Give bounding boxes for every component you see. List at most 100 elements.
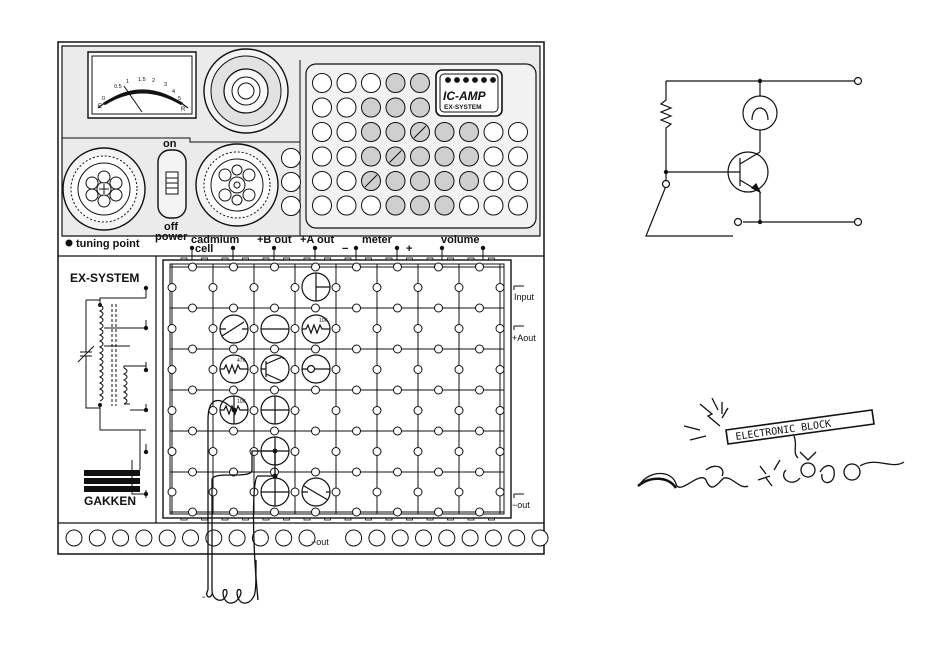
bottom-hole [113, 530, 129, 546]
terminal-a-out-label: +A out [300, 234, 334, 246]
grid-node [312, 468, 320, 476]
grid-node [353, 304, 361, 312]
bottom-terminal-row [66, 530, 548, 546]
switch-power-label: power [155, 231, 188, 243]
terminal-pin [272, 246, 276, 250]
grid-node [496, 407, 504, 415]
terminal-input-label: Input [514, 292, 535, 302]
grid-node [168, 448, 176, 456]
terminal-pin [231, 246, 235, 250]
grid-node [209, 325, 217, 333]
grid-node [271, 263, 279, 271]
grid-node [394, 263, 402, 271]
grille-hole [460, 196, 479, 215]
grid-node [373, 284, 381, 292]
grid-node [168, 366, 176, 374]
grille-hole [411, 196, 430, 215]
grid-node [414, 325, 422, 333]
grid-node [209, 488, 217, 496]
grid-node [168, 284, 176, 292]
grid-node [168, 325, 176, 333]
meter-scale-tick: 1 [126, 79, 129, 85]
grid-node [230, 508, 238, 516]
grille-hole [509, 172, 528, 191]
ex-system-label: EX-SYSTEM [70, 271, 139, 285]
meter-side-left: E [98, 104, 102, 110]
volume-dial[interactable] [196, 144, 278, 226]
bottom-hole [439, 530, 455, 546]
bottom-hole [532, 530, 548, 546]
grille-hole [282, 197, 301, 216]
grille-hole [313, 196, 332, 215]
grid-node [250, 325, 258, 333]
grid-node [394, 427, 402, 435]
grille-hole [386, 74, 405, 93]
grid-node [332, 284, 340, 292]
grid-node [373, 366, 381, 374]
terminal-pin [313, 246, 317, 250]
bottom-hole [485, 530, 501, 546]
grid-node [394, 304, 402, 312]
block-grid [163, 260, 511, 518]
grid-node [230, 304, 238, 312]
grid-node [209, 448, 217, 456]
grille-hole [509, 196, 528, 215]
grille-hole [484, 196, 503, 215]
grille-hole [411, 98, 430, 117]
grid-node [373, 407, 381, 415]
grid-node [209, 366, 217, 374]
grid-node [455, 325, 463, 333]
grid-node [496, 448, 504, 456]
meter-scale-tick: 3 [164, 82, 167, 88]
terminal-pin [395, 246, 399, 250]
bottom-hole [252, 530, 268, 546]
grille-hole [509, 147, 528, 166]
grid-node [271, 386, 279, 394]
grid-node [353, 386, 361, 394]
grille-hole [509, 123, 528, 142]
grille-hole [460, 147, 479, 166]
terminal-pin [190, 246, 194, 250]
grid-node [455, 448, 463, 456]
bottom-hole [462, 530, 478, 546]
bottom-hole [183, 530, 199, 546]
grid-node [291, 488, 299, 496]
grid-node [394, 345, 402, 353]
bottom-hole [369, 530, 385, 546]
terminal-pin [354, 246, 358, 250]
bottom-hole [89, 530, 105, 546]
grille-hole [337, 98, 356, 117]
grid-node [230, 427, 238, 435]
grid-node [312, 263, 320, 271]
grid-node [476, 386, 484, 394]
grid-node [250, 366, 258, 374]
grid-node [394, 386, 402, 394]
grid-node [291, 366, 299, 374]
grille-hole [435, 147, 454, 166]
grille-hole [282, 173, 301, 192]
grid-node [189, 508, 197, 516]
tuning-dial[interactable] [63, 148, 145, 230]
bottom-hole [229, 530, 245, 546]
terminal-volume-label: volume [441, 234, 480, 246]
grid-node [250, 407, 258, 415]
bottom-out-label: −out [311, 537, 329, 547]
gakken-logo-bars [84, 470, 140, 492]
grid-node [435, 386, 443, 394]
grid-node [189, 263, 197, 271]
grid-node [373, 488, 381, 496]
grille-hole [337, 74, 356, 93]
bottom-hole [416, 530, 432, 546]
grille-hole [460, 172, 479, 191]
grille-hole [313, 123, 332, 142]
bottom-hole [159, 530, 175, 546]
grille-hole [362, 74, 381, 93]
grille-hole [435, 123, 454, 142]
grid-node [414, 284, 422, 292]
grid-node [476, 263, 484, 271]
electronic-block-logo: ELECTRONIC BLOCK [638, 398, 904, 488]
power-switch[interactable] [158, 150, 186, 218]
grid-node [230, 386, 238, 394]
bottom-hole [66, 530, 82, 546]
